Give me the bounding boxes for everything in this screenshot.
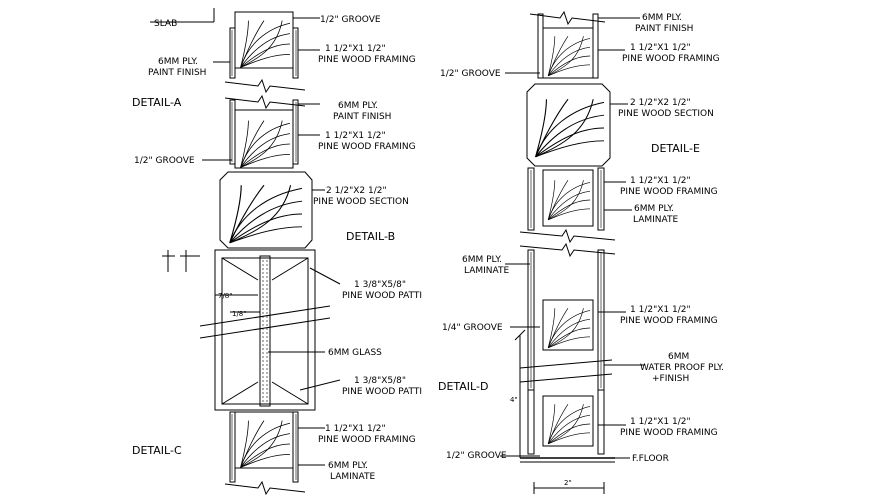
right-lam-a-line2: LAMINATE [633,215,678,225]
left-frame-b-line2: PINE WOOD FRAMING [318,142,416,152]
dim-two-inch: 2" [564,479,572,487]
right-frame-b-line1: 1 1/2"X1 1/2" [630,176,691,186]
left-patti-b-line2: PINE WOOD PATTI [342,387,422,397]
finished-floor-label: F.FLOOR [632,454,669,464]
left-frame-a-line1: 1 1/2"X1 1/2" [325,44,386,54]
left-groove-mid-label: 1/2" GROOVE [134,156,195,166]
left-assembly [150,8,341,496]
waterproof-line2: WATER PROOF PLY. [640,363,724,373]
left-patti-b-line1: 1 3/8"X5/8" [354,376,406,386]
left-labels: SLAB 1/2" GROOVE 6MM PLY. PAINT FINISH 1… [132,15,422,482]
left-groove-top-label: 1/2" GROOVE [320,15,381,25]
left-ply-b-line2: PAINT FINISH [333,112,391,122]
right-frame-d-line2: PINE WOOD FRAMING [620,428,718,438]
left-ply-a-line1: 6MM PLY. [158,57,198,67]
detail-a-title: DETAIL-A [132,96,182,109]
dim-one-eighth: 1/8" [232,310,247,318]
dim-seven-eighths: 7/8" [218,292,233,300]
left-frame-c-line1: 1 1/2"X1 1/2" [325,424,386,434]
right-section-line2: PINE WOOD SECTION [618,109,714,119]
slab-label: SLAB [154,19,177,29]
right-frame-b-line2: PINE WOOD FRAMING [620,187,718,197]
right-ply-line1: 6MM PLY. [642,13,682,23]
left-section-line1: 2 1/2"X2 1/2" [326,186,387,196]
left-ply-a-line2: PAINT FINISH [148,68,206,78]
left-frame-c-line2: PINE WOOD FRAMING [318,435,416,445]
detail-b-title: DETAIL-B [346,230,395,243]
right-ply-line2: PAINT FINISH [635,24,693,34]
right-groove-bottom-label: 1/2" GROOVE [446,451,507,461]
detail-c-title: DETAIL-C [132,444,182,457]
right-lam-b-line2: LAMINATE [464,266,509,276]
left-ply-b-line1: 6MM PLY. [338,101,378,111]
right-frame-a-line1: 1 1/2"X1 1/2" [630,43,691,53]
right-section-line1: 2 1/2"X2 1/2" [630,98,691,108]
right-frame-a-line2: PINE WOOD FRAMING [622,54,720,64]
waterproof-line1: 6MM [668,352,689,362]
glass-label: 6MM GLASS [328,348,382,358]
right-frame-d-line1: 1 1/2"X1 1/2" [630,417,691,427]
right-labels: 6MM PLY. PAINT FINISH 1 1/2"X1 1/2" PINE… [438,13,724,487]
right-lam-b-line1: 6MM PLY. [462,255,502,265]
right-frame-c-line2: PINE WOOD FRAMING [620,316,718,326]
left-frame-b-line1: 1 1/2"X1 1/2" [325,131,386,141]
right-groove-top-label: 1/2" GROOVE [440,69,501,79]
quarter-groove-label: 1/4" GROOVE [442,323,503,333]
right-lam-a-line1: 6MM PLY. [634,204,674,214]
left-patti-a-line2: PINE WOOD PATTI [342,291,422,301]
left-frame-a-line2: PINE WOOD FRAMING [318,55,416,65]
left-laminate-line1: 6MM PLY. [328,461,368,471]
detail-e-title: DETAIL-E [651,142,700,155]
left-section-line2: PINE WOOD SECTION [313,197,409,207]
waterproof-line3: +FINISH [652,374,689,384]
left-laminate-line2: LAMINATE [330,472,375,482]
detail-d-title: DETAIL-D [438,380,488,393]
left-patti-a-line1: 1 3/8"X5/8" [354,280,406,290]
right-frame-c-line1: 1 1/2"X1 1/2" [630,305,691,315]
dim-four-inch: 4" [510,396,518,404]
right-assembly [500,10,645,494]
